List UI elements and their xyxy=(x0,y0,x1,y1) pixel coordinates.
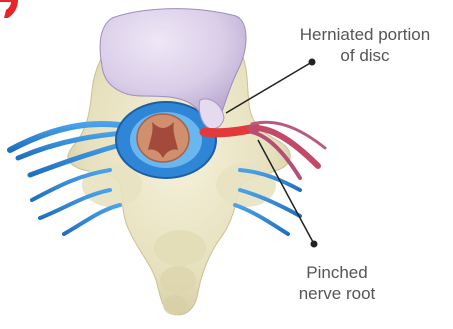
pinched-pointer-dot xyxy=(311,241,318,248)
herniated-label-line-2: of disc xyxy=(282,45,448,66)
pinched-nerve-label: Pinched nerve root xyxy=(282,262,392,304)
spinous-process-segment xyxy=(160,266,196,294)
pinched-label-line-2: nerve root xyxy=(282,283,392,304)
herniated-label-line-1: Herniated portion xyxy=(282,24,448,45)
spinous-process-segment xyxy=(154,230,206,266)
herniated-disc-label: Herniated portion of disc xyxy=(282,24,448,66)
pinched-label-line-1: Pinched xyxy=(282,262,392,283)
red-question-mark-fragment xyxy=(0,0,18,18)
spinous-process-segment xyxy=(163,295,187,315)
